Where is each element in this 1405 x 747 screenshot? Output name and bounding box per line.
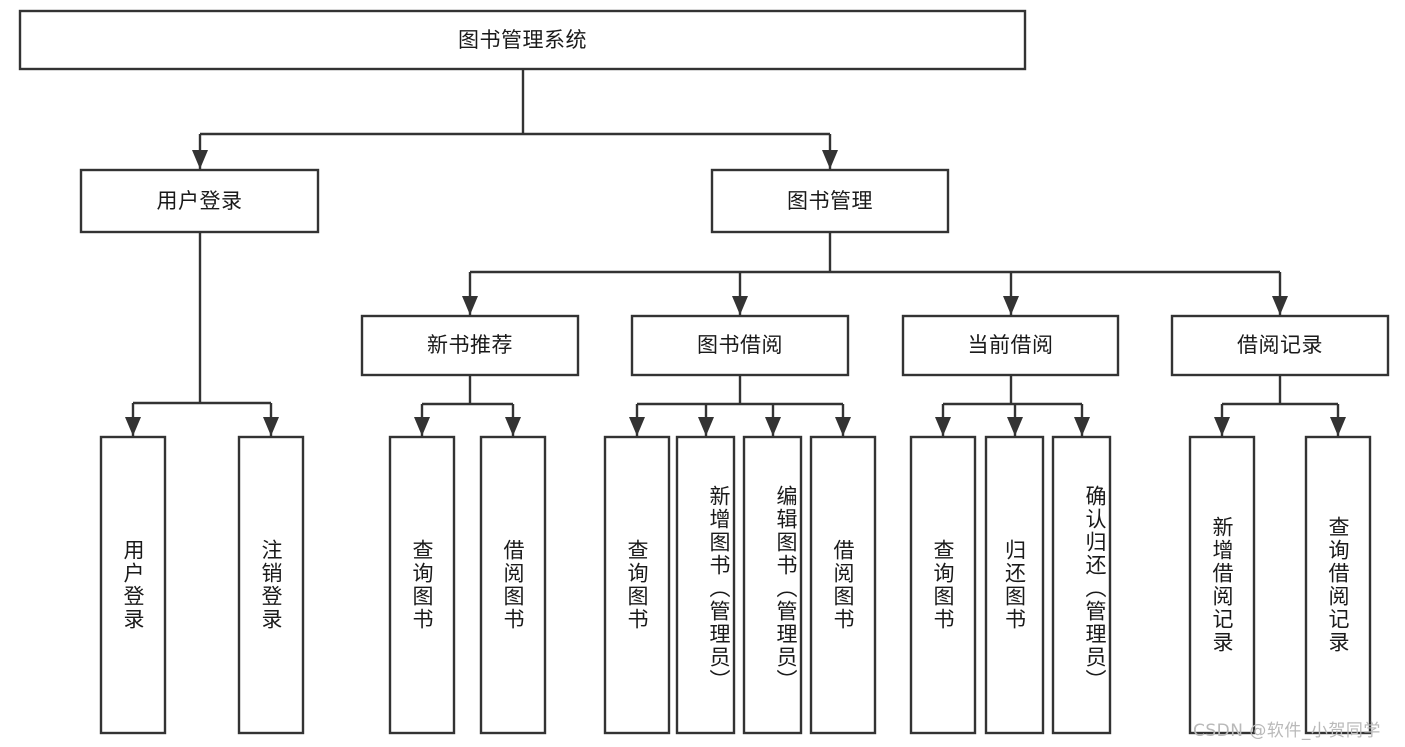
arrow-head-borrow-record bbox=[1272, 296, 1288, 315]
node-box-root[interactable] bbox=[18, 9, 1027, 71]
arrow-head-leaf-add-book bbox=[698, 417, 714, 436]
node-box-leaf-add-record[interactable] bbox=[1188, 435, 1256, 735]
node-box-leaf-borrow-book-2[interactable] bbox=[809, 435, 877, 735]
node-box-leaf-add-book[interactable] bbox=[675, 435, 736, 735]
node-box-leaf-borrow-book-1[interactable] bbox=[479, 435, 547, 735]
node-box-leaf-user-login[interactable] bbox=[99, 435, 167, 735]
arrow-head-user-login bbox=[192, 150, 208, 169]
node-box-leaf-return-book[interactable] bbox=[984, 435, 1045, 735]
node-box-leaf-query-record[interactable] bbox=[1304, 435, 1372, 735]
node-box-book-management[interactable] bbox=[710, 168, 950, 234]
arrow-head-leaf-logout bbox=[263, 417, 279, 436]
arrow-head-book-borrow bbox=[732, 296, 748, 315]
connector-layer bbox=[125, 69, 1346, 436]
node-box-borrow-record[interactable] bbox=[1170, 314, 1390, 377]
node-box-layer bbox=[18, 9, 1390, 735]
arrow-head-leaf-borrow-book-1 bbox=[505, 417, 521, 436]
arrow-head-leaf-query-book-1 bbox=[414, 417, 430, 436]
node-box-new-book-recommend[interactable] bbox=[360, 314, 580, 377]
arrow-head-leaf-edit-book bbox=[765, 417, 781, 436]
arrow-head-leaf-query-book-2 bbox=[629, 417, 645, 436]
arrow-head-leaf-borrow-book-2 bbox=[835, 417, 851, 436]
arrow-head-leaf-return-book bbox=[1007, 417, 1023, 436]
arrow-head-leaf-user-login bbox=[125, 417, 141, 436]
node-box-leaf-query-book-2[interactable] bbox=[603, 435, 671, 735]
node-box-leaf-query-book-3[interactable] bbox=[909, 435, 977, 735]
node-box-leaf-edit-book[interactable] bbox=[742, 435, 803, 735]
arrow-head-current-borrow bbox=[1003, 296, 1019, 315]
arrow-head-leaf-add-record bbox=[1214, 417, 1230, 436]
arrow-head-leaf-confirm-return bbox=[1074, 417, 1090, 436]
node-box-book-borrow[interactable] bbox=[630, 314, 850, 377]
node-box-current-borrow[interactable] bbox=[901, 314, 1120, 377]
arrow-head-leaf-query-book-3 bbox=[935, 417, 951, 436]
arrow-head-book-management bbox=[822, 150, 838, 169]
node-box-user-login[interactable] bbox=[79, 168, 320, 234]
node-box-leaf-confirm-return[interactable] bbox=[1051, 435, 1112, 735]
arrow-head-new-book-recommend bbox=[462, 296, 478, 315]
node-box-leaf-query-book-1[interactable] bbox=[388, 435, 456, 735]
arrow-head-leaf-query-record bbox=[1330, 417, 1346, 436]
node-box-leaf-logout[interactable] bbox=[237, 435, 305, 735]
